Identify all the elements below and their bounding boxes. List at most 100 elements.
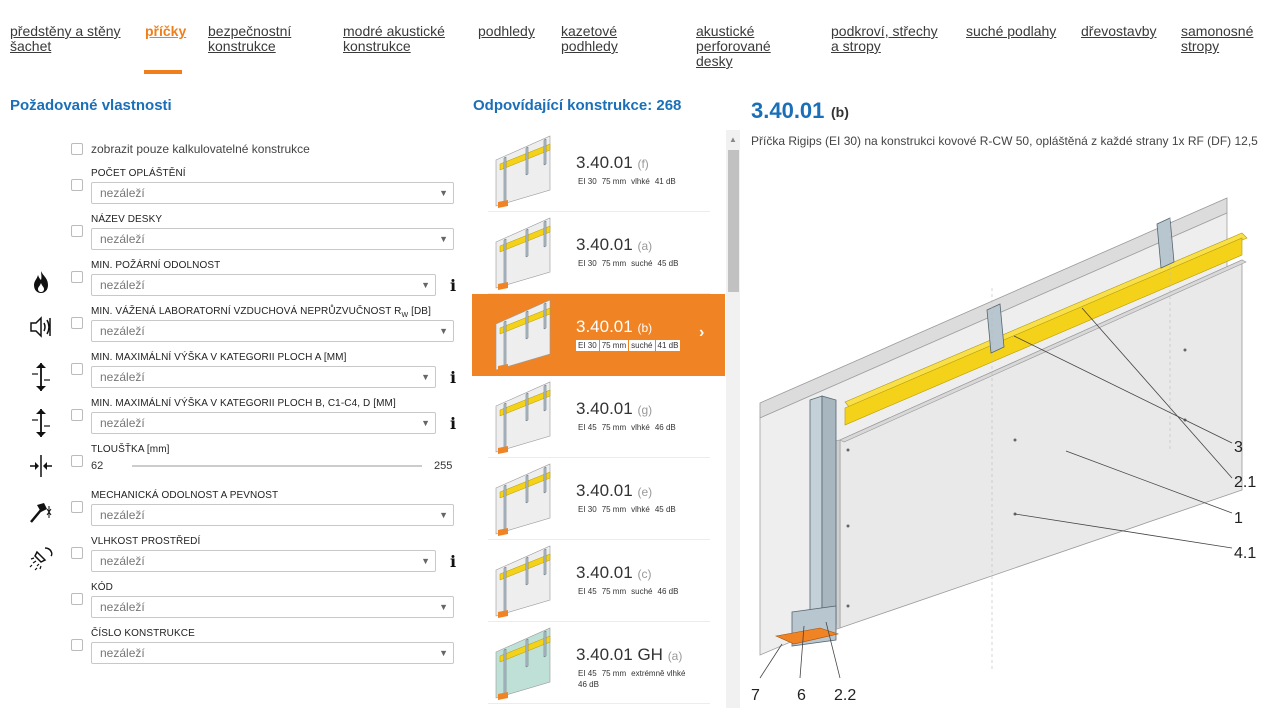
result-tag: EI 30 <box>576 504 599 515</box>
result-tag: 41 dB <box>655 340 681 351</box>
filter-checkbox[interactable] <box>71 639 83 651</box>
nav-item-suche-podlahy[interactable]: suché podlahy <box>966 23 1057 39</box>
chevron-down-icon: ▼ <box>439 648 448 658</box>
fire-icon <box>26 270 56 300</box>
construction-thumbnail <box>490 380 562 454</box>
result-tag: 75 mm <box>599 422 629 433</box>
category-nav: předstěny a stěny šachet příčky bezpečno… <box>0 0 1286 80</box>
filter-label: POČET OPLÁŠTĚNÍ <box>91 168 186 179</box>
nav-item-samonosne-stropy[interactable]: samonosné stropy <box>1181 23 1254 54</box>
result-tag: 45 dB <box>652 504 678 515</box>
filter-select[interactable]: nezáleží▼ <box>91 642 454 664</box>
nav-item-podhledy[interactable]: podhledy <box>478 23 535 39</box>
filter-select[interactable]: nezáleží▼ <box>91 274 436 296</box>
nav-item-drevostavby[interactable]: dřevostavby <box>1081 23 1157 39</box>
nav-item-bezpecnostni[interactable]: bezpečnostní konstrukce <box>208 23 292 54</box>
filter-checkbox[interactable] <box>71 409 83 421</box>
filter-checkbox[interactable] <box>71 593 83 605</box>
nav-item-modre-akusticke[interactable]: modré akustické konstrukce <box>343 23 445 54</box>
filter-checkbox[interactable] <box>71 547 83 559</box>
chevron-down-icon: ▼ <box>421 556 430 566</box>
nav-item-akusticke-perforovane[interactable]: akustické perforované desky <box>696 23 771 69</box>
nav-item-podkrovi[interactable]: podkroví, střechy a stropy <box>831 23 938 54</box>
filter-select[interactable]: nezáleží▼ <box>91 182 454 204</box>
filter-select[interactable]: nezáleží▼ <box>91 550 436 572</box>
chevron-down-icon: ▼ <box>439 510 448 520</box>
filter-select[interactable]: nezáleží▼ <box>91 412 436 434</box>
filter-select[interactable]: nezáleží▼ <box>91 320 454 342</box>
result-tag: 41 dB <box>652 176 678 187</box>
filter-label: MECHANICKÁ ODOLNOST A PEVNOST <box>91 490 279 501</box>
only-calculable-checkbox[interactable] <box>71 143 83 155</box>
filter-label: ČÍSLO KONSTRUKCE <box>91 628 195 639</box>
result-tag: 75 mm <box>599 586 629 597</box>
chevron-down-icon: ▼ <box>421 280 430 290</box>
callout-4-1: 4.1 <box>1234 545 1256 562</box>
nav-item-kazetove[interactable]: kazetové podhledy <box>561 23 618 54</box>
result-tag: EI 45 <box>576 668 599 679</box>
results-title: Odpovídající konstrukce: 268 <box>473 97 682 114</box>
callout-2-1: 2.1 <box>1234 474 1256 491</box>
result-tag: suché <box>629 258 655 269</box>
chevron-down-icon: ▼ <box>439 326 448 336</box>
chevron-down-icon: ▼ <box>421 418 430 428</box>
construction-thumbnail <box>490 462 562 536</box>
construction-thumbnail <box>490 298 562 372</box>
result-code: 3.40.01 (e) <box>576 481 653 500</box>
detail-variant: (b) <box>831 104 849 120</box>
chevron-right-icon[interactable]: › <box>699 324 705 341</box>
filter-select[interactable]: nezáleží▼ <box>91 228 454 250</box>
chevron-down-icon: ▼ <box>439 188 448 198</box>
result-tag: 46 dB <box>652 422 678 433</box>
filter-select[interactable]: nezáleží▼ <box>91 596 454 618</box>
filter-checkbox[interactable] <box>71 225 83 237</box>
filter-kod: KÓD nezáleží▼ <box>0 582 470 628</box>
result-tag: 75 mm <box>599 340 629 351</box>
filter-checkbox[interactable] <box>71 501 83 513</box>
chevron-down-icon: ▼ <box>421 372 430 382</box>
info-icon[interactable]: i <box>450 414 457 433</box>
filter-checkbox[interactable] <box>71 317 83 329</box>
result-tag: suché <box>629 340 655 351</box>
filter-checkbox[interactable] <box>71 271 83 283</box>
filter-label: MIN. POŽÁRNÍ ODOLNOST <box>91 260 221 271</box>
nav-item-predsteny[interactable]: předstěny a stěny šachet <box>10 23 121 54</box>
list-scroll-thumb[interactable] <box>728 150 739 292</box>
filter-pocet-oplasteni: POČET OPLÁŠTĚNÍ nezáleží▼ <box>0 168 470 214</box>
construction-thumbnail <box>490 544 562 618</box>
result-tag: suché <box>629 586 655 597</box>
filter-checkbox[interactable] <box>71 455 83 467</box>
callout-1: 1 <box>1234 510 1243 527</box>
detail-description: Příčka Rigips (EI 30) na konstrukci kovo… <box>751 134 1258 148</box>
filter-select[interactable]: nezáleží▼ <box>91 366 436 388</box>
filter-select[interactable]: nezáleží▼ <box>91 504 454 526</box>
filter-checkbox[interactable] <box>71 179 83 191</box>
info-icon[interactable]: i <box>450 552 457 571</box>
info-icon[interactable]: i <box>450 276 457 295</box>
thickness-slider[interactable] <box>132 465 422 467</box>
result-tag: vlhké <box>629 422 652 433</box>
result-code: 3.40.01 (g) <box>576 399 653 418</box>
nav-item-pricky[interactable]: příčky <box>145 23 187 39</box>
filter-checkbox[interactable] <box>71 363 83 375</box>
filter-tloustka: TLOUŠŤKA [mm] 62 255 <box>0 444 470 490</box>
scroll-up-icon[interactable]: ▲ <box>729 135 737 144</box>
result-tag: vlhké <box>629 176 652 187</box>
result-tag: 45 dB <box>655 258 681 269</box>
filter-label: NÁZEV DESKY <box>91 214 163 225</box>
slider-max-value: 255 <box>434 460 453 472</box>
info-icon[interactable]: i <box>450 368 457 387</box>
filter-vlhkost: VLHKOST PROSTŘEDÍ nezáleží▼ i <box>0 536 470 582</box>
callout-7: 7 <box>751 687 760 704</box>
